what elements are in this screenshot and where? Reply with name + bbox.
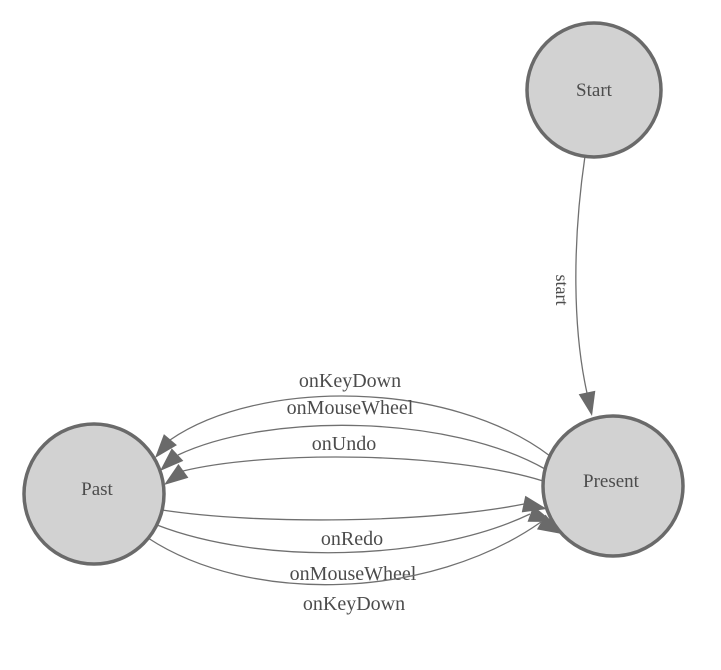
- edge-past-to-present-onkeydown-path: [147, 521, 542, 586]
- edge-onundo-label: onUndo: [312, 433, 376, 455]
- edge-present-to-past-onkeydown-path: [169, 395, 551, 457]
- node-start-circle: [525, 21, 663, 159]
- edge-onmousewheel-bottom-label: onMouseWheel: [290, 563, 417, 585]
- edge-present-to-past-onundo: onUndo: [164, 433, 544, 485]
- edge-past-to-present-onredo: onRedo: [161, 495, 547, 550]
- arrowhead-icon: [521, 495, 547, 513]
- edge-onkeydown-bottom-label: onKeyDown: [303, 593, 405, 615]
- node-present: Present: [541, 414, 685, 558]
- node-present-label: Present: [583, 471, 640, 492]
- node-present-circle: [541, 414, 685, 558]
- node-past-label: Past: [81, 479, 113, 500]
- arrowhead-icon: [155, 434, 177, 458]
- node-start: Start: [525, 21, 663, 159]
- edge-past-to-present-onmousewheel-path: [156, 513, 531, 554]
- edge-start-to-present: start: [552, 155, 596, 416]
- arrowhead-icon: [160, 448, 184, 471]
- edge-onmousewheel-top-label: onMouseWheel: [287, 397, 414, 419]
- edge-present-to-past-onkeydown: onKeyDown: [155, 370, 551, 458]
- arrowhead-icon: [164, 464, 189, 485]
- edge-present-to-past-onmousewheel: onMouseWheel: [160, 397, 546, 471]
- edge-past-to-present-onmousewheel: onMouseWheel: [156, 505, 553, 585]
- node-start-label: Start: [576, 80, 613, 101]
- edge-onredo-label: onRedo: [321, 528, 383, 550]
- node-past-circle: [22, 422, 166, 566]
- node-past: Past: [22, 422, 166, 566]
- arrowhead-icon: [578, 390, 596, 416]
- edge-present-to-past-onmousewheel-path: [177, 424, 546, 470]
- edge-start-label: start: [552, 275, 572, 306]
- edge-present-to-past-onundo-path: [182, 456, 544, 482]
- edge-onkeydown-top-label: onKeyDown: [299, 370, 401, 392]
- edge-start-to-present-path: [575, 155, 588, 394]
- edge-past-to-present-onredo-path: [161, 503, 525, 521]
